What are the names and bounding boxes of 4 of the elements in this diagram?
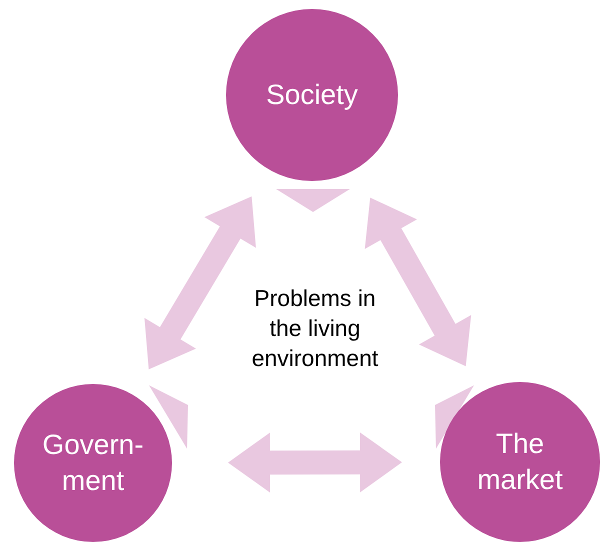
double-arrow — [228, 432, 402, 493]
double-arrow — [364, 198, 472, 366]
double-arrow — [144, 196, 256, 370]
center-text: Problems in the living environment — [250, 284, 380, 373]
